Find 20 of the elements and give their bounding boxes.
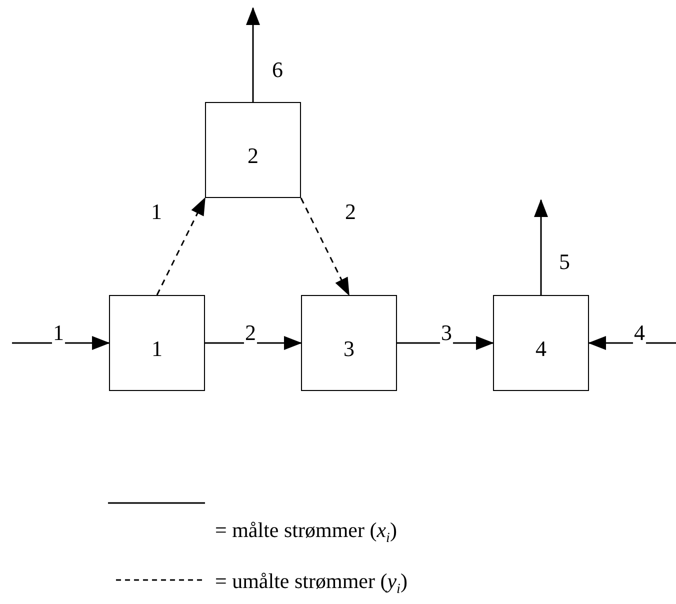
arrow	[588, 336, 676, 350]
legend-text: = umålte strømmer (y$_{i}$)	[215, 569, 408, 598]
edge-label: 2	[244, 322, 257, 344]
arrow	[246, 7, 260, 102]
unit-number: 4	[536, 335, 546, 362]
arrow	[205, 336, 302, 350]
dashed-arrow	[156, 197, 206, 296]
arrow	[397, 336, 494, 350]
arrow	[534, 199, 548, 295]
arrow	[12, 336, 110, 350]
process-box	[301, 295, 397, 391]
legend-text: = målte strømmer (x$_{i}$)	[215, 518, 397, 548]
process-box	[493, 295, 589, 391]
edge-label: 3	[440, 322, 453, 344]
unit-number: 1	[152, 335, 162, 362]
dashed-arrow	[300, 198, 350, 296]
unit-number: 2	[248, 142, 258, 169]
process-box	[205, 102, 301, 198]
process-box	[109, 295, 205, 391]
unit-number: 3	[344, 335, 354, 362]
